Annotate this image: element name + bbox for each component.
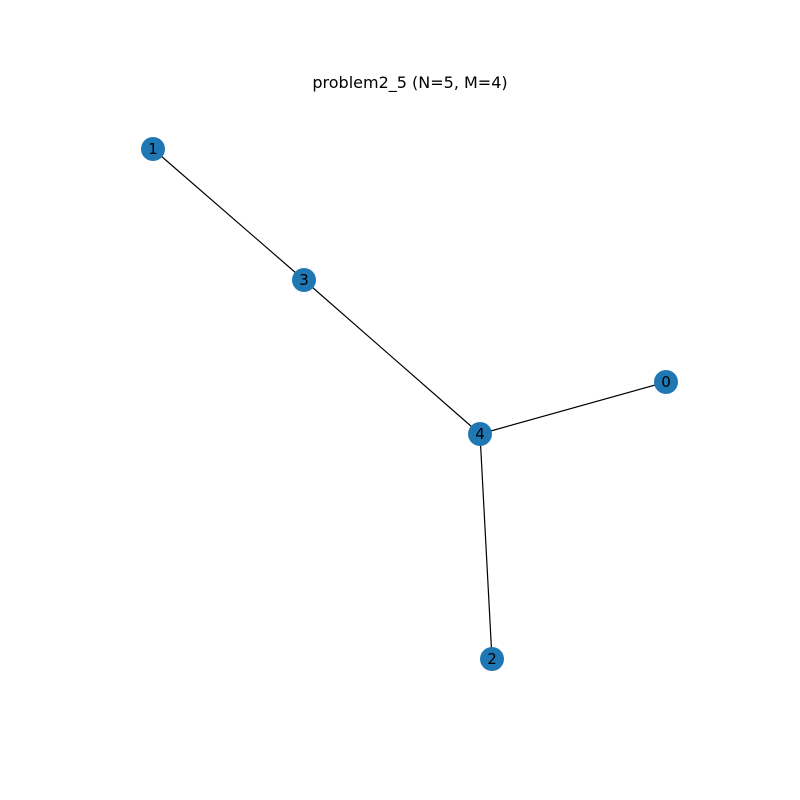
- node-3: 3: [292, 268, 316, 292]
- node-circle-4: [468, 422, 492, 446]
- node-1: 1: [141, 137, 165, 161]
- node-label-1: 1: [148, 140, 158, 158]
- node-0: 0: [654, 370, 678, 394]
- node-label-3: 3: [299, 271, 309, 289]
- node-label-4: 4: [475, 425, 485, 443]
- node-2: 2: [480, 647, 504, 671]
- node-circle-0: [654, 370, 678, 394]
- edge-4-0: [479, 381, 667, 435]
- edge-1-3: [152, 148, 305, 281]
- edge-4-2: [479, 433, 493, 660]
- edges-layer: [152, 148, 667, 660]
- nodes-layer: 0 1 2 3 4: [141, 137, 678, 671]
- node-circle-1: [141, 137, 165, 161]
- edge-3-4: [303, 279, 481, 435]
- node-circle-3: [292, 268, 316, 292]
- graph-title: problem2_5 (N=5, M=4): [312, 73, 507, 93]
- node-label-2: 2: [487, 650, 497, 668]
- node-label-0: 0: [661, 373, 671, 391]
- node-circle-2: [480, 647, 504, 671]
- node-4: 4: [468, 422, 492, 446]
